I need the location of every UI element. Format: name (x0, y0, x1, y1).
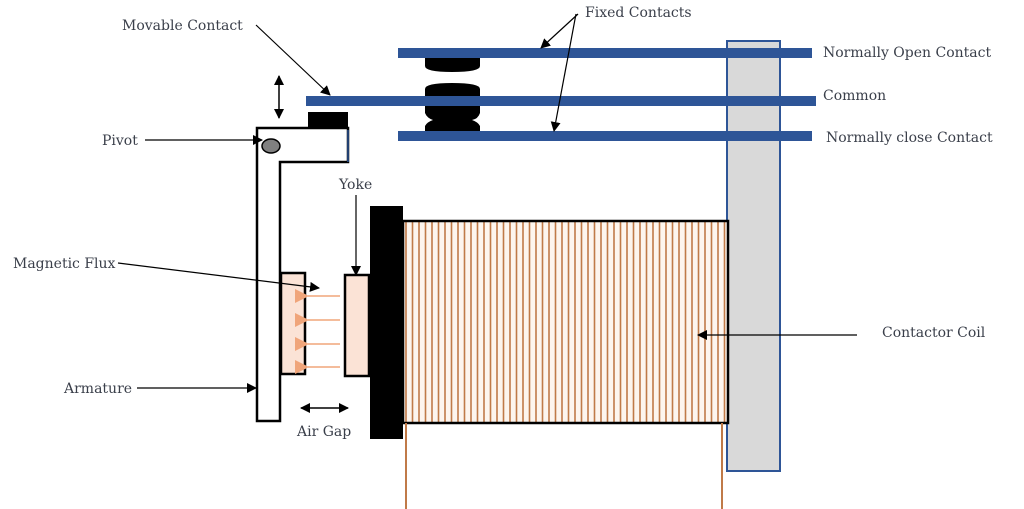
label-magnetic-flux: Magnetic Flux (13, 256, 116, 272)
label-common: Common (823, 88, 886, 104)
core-block (370, 206, 403, 439)
label-normally-close: Normally close Contact (826, 130, 993, 146)
armature-pole-face (279, 271, 307, 376)
movable-contact-leader (255, 24, 331, 96)
fixed-contacts-leader-2 (550, 13, 577, 132)
support-pillar (726, 40, 781, 472)
common-bar (306, 96, 816, 106)
pivot-icon (261, 138, 281, 154)
fixed-contacts-leader-1 (540, 13, 579, 49)
coil-windings (405, 222, 726, 422)
label-fixed-contacts: Fixed Contacts (585, 5, 692, 21)
label-armature: Armature (63, 381, 132, 397)
normally-close-bar (398, 131, 812, 141)
label-yoke: Yoke (338, 177, 372, 193)
label-normally-open: Normally Open Contact (823, 45, 991, 61)
label-air-gap: Air Gap (296, 424, 351, 440)
label-pivot: Pivot (102, 133, 138, 149)
normally-open-bar (398, 48, 812, 58)
flux-arrows (295, 289, 340, 374)
label-movable-contact: Movable Contact (122, 18, 243, 34)
contact-points (425, 58, 480, 131)
label-contactor-coil: Contactor Coil (882, 325, 986, 341)
magnetic-flux-leader (117, 262, 320, 292)
yoke-pole-face (343, 273, 371, 378)
contactor-coil (403, 221, 728, 423)
movable-contact-block (308, 112, 348, 128)
